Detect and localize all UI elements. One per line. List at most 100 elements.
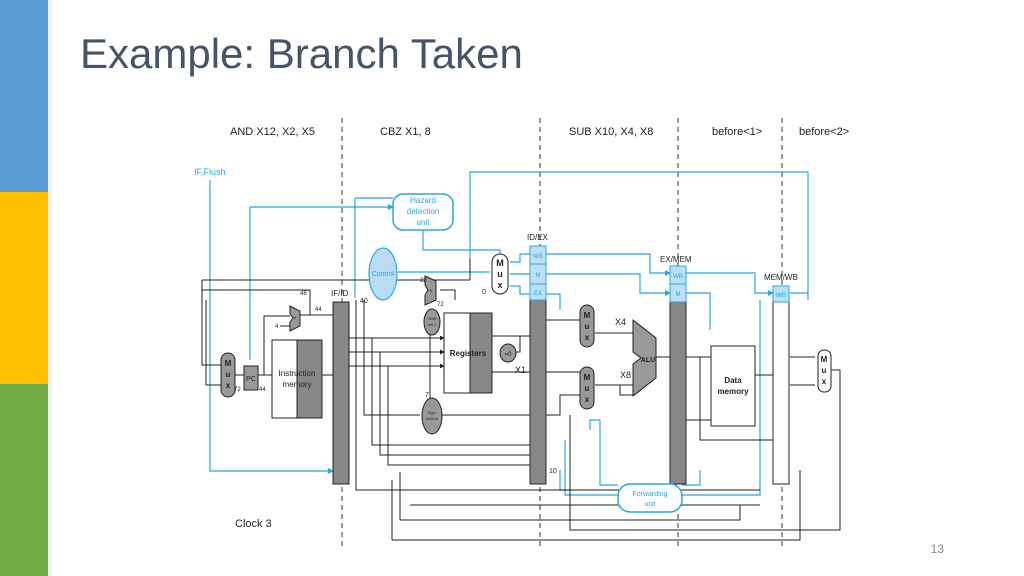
ex-mem-wb-label: WB <box>673 274 683 280</box>
ex-mem-label: EX/MEM <box>660 255 692 264</box>
shift-label-1: Shift <box>428 316 437 321</box>
id-ex-wb-label: WB <box>533 254 543 260</box>
reg-x1-label: X1 <box>515 365 526 375</box>
ex-mem-m <box>669 283 687 303</box>
sign-label-2: extend <box>426 416 438 421</box>
shift-left-2 <box>423 308 441 336</box>
alu-input-x4: X4 <box>615 317 626 327</box>
hazard-label-1: Hazard <box>410 196 436 205</box>
control-wires <box>209 171 809 496</box>
control-mux-u: u <box>497 269 503 279</box>
control-unit <box>368 247 398 301</box>
alu-mux-a <box>579 304 595 348</box>
data-mem-label-1: Data <box>724 376 742 385</box>
slide-title: Example: Branch Taken <box>80 30 523 77</box>
data-mem-label-2: memory <box>717 387 749 396</box>
pc-label: PC <box>246 376 256 383</box>
forward-label-1: Forwarding <box>632 491 667 498</box>
ex-mem-register <box>669 301 687 485</box>
branch-adder-plus: + <box>429 289 433 295</box>
instr-mem-label-2: memory <box>283 380 312 389</box>
instr-mem-label-1: Instruction <box>279 369 316 378</box>
branch-adder <box>424 275 437 306</box>
pc-adder <box>289 305 301 332</box>
sidebar-band-yellow <box>0 192 48 384</box>
if-id-value-40: 40 <box>360 298 368 305</box>
mem-wb-register <box>772 301 790 485</box>
pc-value-72: 72 <box>234 387 241 393</box>
adder-value-48: 48 <box>300 291 307 297</box>
stage-separators <box>341 118 783 548</box>
hazard-detection-unit <box>392 193 454 231</box>
id-ex-value-10: 10 <box>549 468 557 475</box>
alu-mux-a-u: u <box>585 322 590 331</box>
control-mux <box>491 253 509 295</box>
id-ex-register <box>529 299 547 485</box>
wb-mux-u: u <box>822 366 827 375</box>
wb-mux-m: M <box>821 355 828 364</box>
hazard-label-3: unit <box>417 218 431 227</box>
alu <box>632 318 657 398</box>
sidebar-band-green <box>0 384 48 576</box>
control-mux-zero: 0 <box>482 289 486 296</box>
instr-label-mem: before<1> <box>712 126 762 138</box>
alu-input-x8: X8 <box>620 370 631 380</box>
sign-label-1: Sign- <box>427 410 437 415</box>
page-number: 13 <box>930 542 944 556</box>
zero-test <box>499 343 517 363</box>
branch-value-32: 32 <box>420 278 427 284</box>
instruction-memory-shade <box>296 339 323 419</box>
forward-label-2: unit <box>644 501 655 508</box>
instr-label-id: CBZ X1, 8 <box>380 126 431 138</box>
register-file-shade <box>469 312 493 394</box>
if-id-register <box>332 301 350 485</box>
branch-value-72: 72 <box>437 302 444 308</box>
instr-label-ex: SUB X10, X4, X8 <box>569 126 653 138</box>
if-flush-label: IF.Flush <box>194 167 226 177</box>
id-ex-ex <box>529 283 547 301</box>
id-ex-m-label: M <box>536 273 541 279</box>
alu-mux-a-x: x <box>585 333 590 342</box>
alu-mux-b-x: x <box>585 395 590 404</box>
zero-test-label: =0 <box>505 352 513 358</box>
mem-wb-wb <box>772 285 790 303</box>
clock-label: Clock 3 <box>235 518 272 530</box>
shift-label-2: left 2 <box>428 322 437 327</box>
if-id-label: IF/ID <box>331 289 349 298</box>
control-mux-m: M <box>496 258 504 268</box>
sidebar-band-blue <box>0 0 48 192</box>
hazard-label-2: detection <box>407 207 439 216</box>
alu-mux-a-m: M <box>584 311 591 320</box>
pc-mux-m: M <box>225 359 232 368</box>
alu-mux-b-u: u <box>585 384 590 393</box>
pipeline-diagram: AND X12, X2, X5 CBZ X1, 8 SUB X10, X4, X… <box>194 118 849 548</box>
alu-mux-b <box>579 366 595 410</box>
pc-value-44: 44 <box>259 387 266 393</box>
control-label: Control <box>372 271 395 278</box>
sign-extend <box>421 397 443 435</box>
instr-label-if: AND X12, X2, X5 <box>230 126 315 138</box>
id-ex-ex-label: EX <box>534 291 542 297</box>
pc-mux-u: u <box>226 370 231 379</box>
wb-mux <box>817 349 832 393</box>
wb-mux-x: x <box>822 377 827 386</box>
id-ex-label: ID/EX <box>527 233 549 242</box>
alu-label: ALU <box>641 357 655 364</box>
sidebar-edge <box>48 0 52 576</box>
control-mux-x: x <box>497 280 502 290</box>
instr-label-wb: before<2> <box>799 126 849 138</box>
data-memory <box>710 345 756 427</box>
mem-wb-label: MEM/WB <box>764 273 798 282</box>
mem-wb-wb-label: WB <box>776 293 786 299</box>
sign-value-7: 7 <box>425 392 429 399</box>
sidebar-color-bands <box>0 0 52 576</box>
forwarding-unit <box>617 483 683 513</box>
registers-label: Registers <box>450 349 487 358</box>
alu-mux-b-m: M <box>584 373 591 382</box>
adder-value-44: 44 <box>315 307 322 313</box>
pc-register <box>243 365 259 391</box>
pc-adder-plus: + <box>293 316 297 322</box>
adder-value-4: 4 <box>275 324 279 330</box>
pc-mux-x: x <box>226 381 231 390</box>
pc-mux <box>220 352 236 398</box>
